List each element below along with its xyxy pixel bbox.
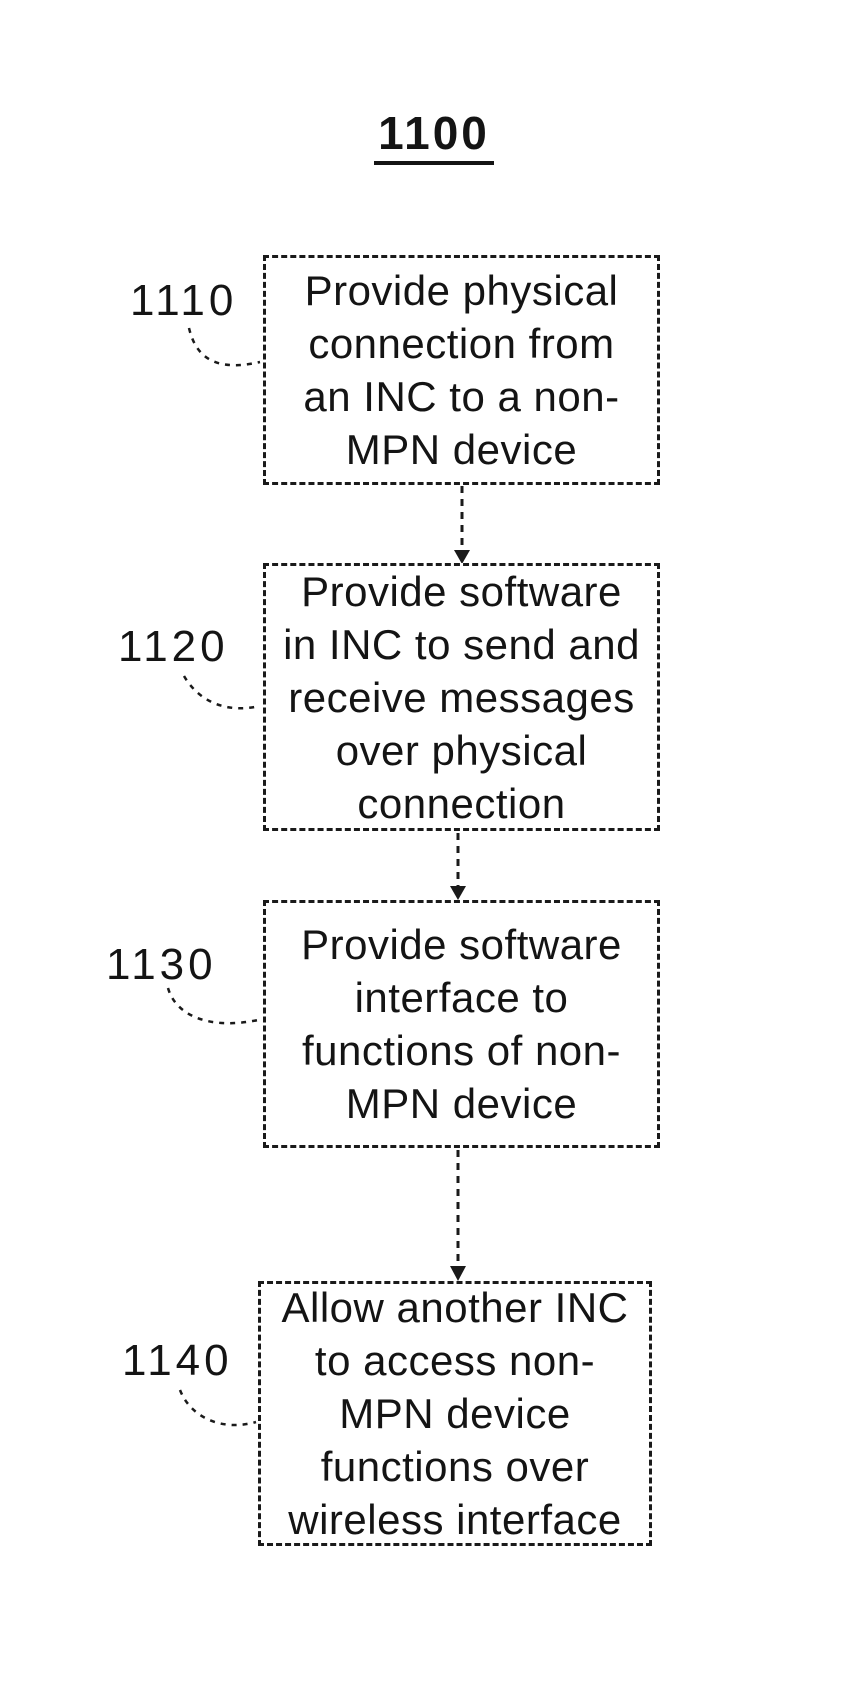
step-text-1110: Provide physical connection from an INC … [303, 267, 620, 473]
figure-number-text: 1100 [374, 108, 494, 165]
step-ref-1110: 1110 [130, 276, 238, 325]
step-ref-1140: 1140 [122, 1336, 233, 1385]
figure-number: 1100 [0, 108, 868, 165]
leader-line-1110 [187, 327, 261, 367]
step-box-1140: Allow another INC to access non- MPN dev… [258, 1281, 652, 1546]
step-text-1140: Allow another INC to access non- MPN dev… [281, 1284, 629, 1543]
leader-line-1140 [178, 1389, 257, 1427]
step-text-1120: Provide software in INC to send and rece… [283, 567, 640, 827]
step-ref-1120: 1120 [118, 622, 229, 671]
step-ref-1130: 1130 [106, 940, 217, 989]
leader-line-1120 [182, 675, 261, 710]
arrowhead-2 [450, 886, 466, 900]
arrowhead-1 [454, 550, 470, 564]
arrowhead-3 [450, 1266, 466, 1281]
leader-line-1130 [166, 987, 259, 1025]
step-box-1130: Provide software interface to functions … [263, 900, 660, 1148]
step-box-1110: Provide physical connection from an INC … [263, 255, 660, 485]
step-text-1130: Provide software interface to functions … [301, 921, 622, 1127]
step-box-1120: Provide software in INC to send and rece… [263, 563, 660, 831]
